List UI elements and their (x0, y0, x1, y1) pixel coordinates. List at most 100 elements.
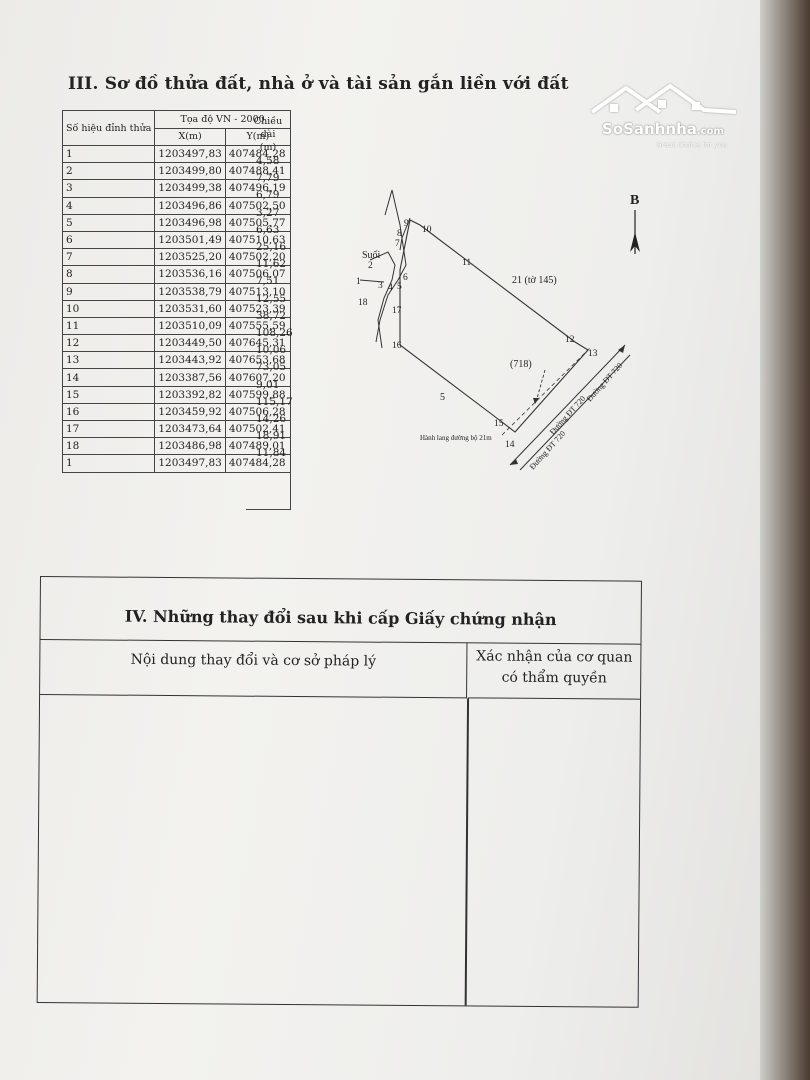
stream-line-2 (369, 251, 396, 349)
vertex-label: 10 (422, 225, 432, 235)
cell-x: 1203525,20 (154, 248, 226, 267)
vertex-label: 9 (404, 219, 409, 229)
vertex-label: 4 (388, 283, 393, 293)
cell-y: 407555,59 (224, 316, 291, 336)
neighbor-label: 21 (tờ 145) (512, 275, 557, 286)
header-x: X(m) (154, 127, 226, 146)
cell-id: 12 (61, 334, 156, 353)
cell-x: 1203486,98 (154, 437, 226, 456)
cell-x: 1203501,49 (154, 230, 226, 250)
vertex-label: 12 (565, 335, 575, 345)
vertex-label: 3 (378, 281, 383, 291)
road-line-1 (509, 344, 626, 466)
cell-y: 407523,39 (224, 299, 291, 318)
vertex-label: 17 (392, 306, 402, 316)
column-divider (464, 698, 469, 1006)
cell-id: 3 (61, 179, 156, 198)
cell-x: 1203499,38 (154, 179, 226, 198)
cell-x: 1203496,86 (154, 196, 226, 215)
column-change-content: Nội dung thay đổi và cơ sở pháp lý (40, 639, 468, 699)
cell-x: 1203499,80 (154, 162, 226, 181)
vertex-label: 7 (395, 239, 400, 249)
length-value: 115,17 (256, 395, 293, 408)
cell-y: 407502,41 (224, 419, 291, 439)
vertex-label: 1 (356, 277, 361, 287)
cell-y: 407496,19 (224, 179, 291, 198)
road-label-3: Đường ĐT 720 (528, 429, 567, 471)
cell-y: 407484,28 (224, 454, 291, 473)
header-length: Chiều dài (253, 116, 283, 140)
corridor-label: Hành lang đường bộ 21m (420, 434, 492, 442)
cell-x: 1203536,16 (154, 265, 226, 284)
cell-y: 407653,68 (224, 351, 291, 370)
section-3-title: III. Sơ đồ thửa đất, nhà ở và tài sản gắ… (68, 74, 569, 94)
cell-id: 9 (61, 282, 156, 301)
stream-line (375, 189, 407, 343)
cell-x: 1203538,79 (154, 282, 226, 301)
vertex-label: 15 (494, 419, 504, 429)
cell-id: 11 (61, 316, 156, 336)
cell-id: 16 (61, 402, 156, 422)
length-value: 25,16 (256, 241, 287, 253)
parcel-label: 5 (440, 392, 445, 403)
cell-id: 10 (61, 299, 156, 318)
marker-label: (718) (510, 359, 532, 370)
length-value: 7,79 (256, 172, 280, 185)
cell-id: 2 (61, 162, 156, 181)
length-value: 7,51 (256, 275, 280, 288)
length-value: 108,26 (256, 327, 293, 339)
cell-x: 1203496,98 (154, 213, 226, 232)
length-value: 38,72 (256, 309, 287, 322)
vertex-label: 11 (462, 258, 471, 268)
cell-x: 1203392,82 (154, 385, 226, 404)
length-value: 6,63 (256, 223, 280, 236)
north-arrow-icon: B (630, 193, 640, 254)
road-label-1: Đường ĐT 720 (548, 394, 587, 436)
length-value: 11,62 (256, 258, 287, 271)
vertex-label: 6 (403, 273, 408, 283)
cell-id: 15 (61, 385, 156, 404)
cell-y: 407502,50 (224, 196, 291, 215)
cell-id: 18 (61, 437, 156, 456)
sosanhnha-logo (590, 84, 737, 114)
road-label-2: Đường ĐT 720 (585, 361, 624, 403)
cell-x: 1203531,60 (154, 299, 226, 318)
column-authority-confirmation: Xác nhận của cơ quan có thẩm quyền (468, 642, 641, 700)
cell-y: 407506,07 (224, 265, 291, 284)
parcel-map: Suối 21 (tờ 145) 5 (718) Hành lang đường… (356, 189, 631, 471)
length-value: 4,58 (256, 155, 280, 167)
vertex-label: 14 (505, 440, 515, 450)
cell-y: 407607,20 (224, 368, 291, 387)
cell-id: 1 (61, 144, 156, 164)
cell-y: 407510,63 (224, 230, 291, 250)
cell-x: 1203473,64 (154, 419, 226, 439)
length-value: 73,05 (256, 361, 287, 374)
cell-id: 8 (61, 265, 156, 284)
cell-x: 1203510,09 (154, 316, 226, 336)
cell-x: 1203497,83 (154, 454, 226, 473)
length-value: 18,91 (256, 430, 287, 443)
cell-id: 14 (61, 368, 156, 387)
north-label: B (630, 193, 639, 208)
vertex-label: 2 (368, 261, 373, 271)
cell-y: 407506,28 (224, 402, 291, 422)
vertex-label: 16 (392, 341, 402, 351)
page-edge-shadow (760, 0, 810, 1080)
cell-id: 5 (61, 213, 156, 232)
watermark-brand: SoSanhnha.com (602, 120, 724, 138)
vertex-label: 18 (358, 298, 368, 308)
cell-y: 407502,20 (224, 248, 291, 267)
